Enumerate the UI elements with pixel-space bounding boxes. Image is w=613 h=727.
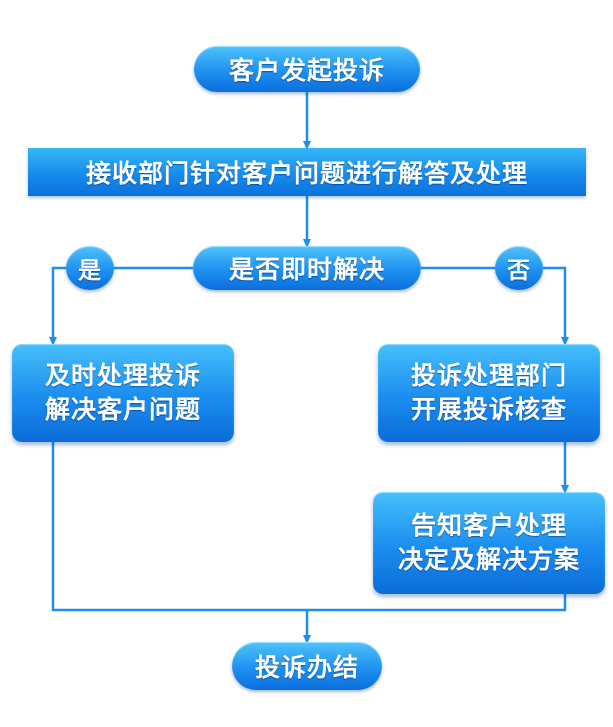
- yes-action-line1: 及时处理投诉: [44, 361, 201, 391]
- yes-label-badge: 是: [66, 246, 114, 290]
- yes-branch-line: [49, 266, 193, 346]
- merge-line: [51, 442, 567, 612]
- yes-action-node: 及时处理投诉 解决客户问题: [12, 344, 234, 442]
- no-label-text: 否: [507, 258, 531, 284]
- start-node: 客户发起投诉: [194, 46, 420, 92]
- notify-line1: 告知客户处理: [410, 511, 567, 541]
- yes-action-line2: 解决客户问题: [44, 395, 201, 424]
- notify-node: 告知客户处理 决定及解决方案: [373, 492, 605, 594]
- receive-process-label: 接收部门针对客户问题进行解答及处理: [85, 159, 528, 188]
- no-action-line1: 投诉处理部门: [410, 361, 567, 391]
- end-node: 投诉办结: [232, 642, 382, 690]
- no-action-node: 投诉处理部门 开展投诉核查: [378, 344, 600, 442]
- receive-process-node: 接收部门针对客户问题进行解答及处理: [28, 148, 586, 196]
- decision-label: 是否即时解决: [228, 255, 385, 284]
- end-node-label: 投诉办结: [254, 653, 359, 682]
- decision-node: 是否即时解决: [193, 246, 421, 290]
- yes-label-text: 是: [78, 258, 102, 284]
- no-branch-line: [421, 266, 569, 346]
- no-label-badge: 否: [495, 246, 543, 290]
- no-action-line2: 开展投诉核查: [410, 395, 567, 424]
- notify-line2: 决定及解决方案: [397, 545, 580, 574]
- start-node-label: 客户发起投诉: [228, 56, 385, 85]
